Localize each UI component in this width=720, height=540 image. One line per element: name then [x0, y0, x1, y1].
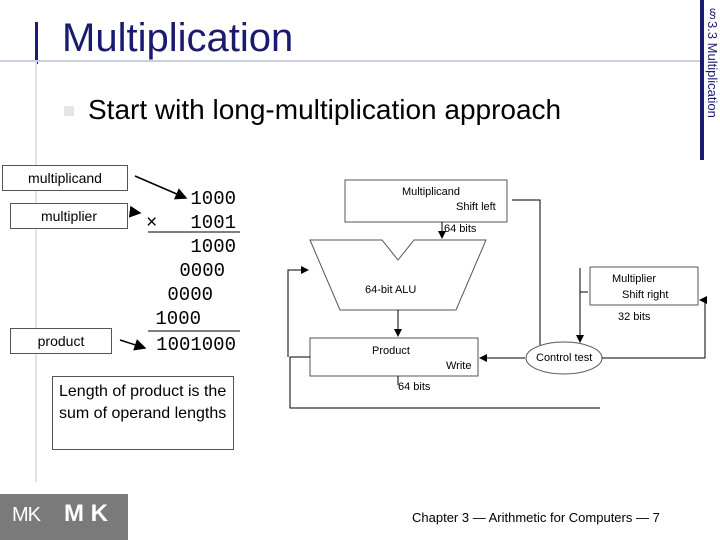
- product-label: product: [10, 328, 112, 354]
- mult-row-5: 0000: [167, 284, 213, 306]
- mult-row-2: 1001: [190, 212, 236, 234]
- slide-footer: Chapter 3 — Arithmetic for Computers — 7: [412, 510, 660, 525]
- diagram-bits32: 32 bits: [618, 311, 651, 323]
- mult-row-3: 1000: [190, 236, 236, 258]
- title-accent-bar: [35, 22, 38, 64]
- mult-row-6: 1000: [155, 308, 201, 330]
- multiplicand-label: multiplicand: [2, 165, 128, 191]
- multiply-hardware-diagram: [287, 179, 707, 409]
- slide-title: Multiplication: [62, 16, 294, 60]
- logo-right-glyph: M K: [64, 500, 108, 527]
- diagram-control: Control test: [536, 352, 593, 364]
- diagram-write: Write: [446, 360, 472, 372]
- diagram-multiplier: Multiplier: [611, 273, 656, 285]
- diagram-product: Product: [372, 345, 410, 357]
- product-length-note: Length of product is the sum of operand …: [52, 376, 234, 450]
- mult-row-1: 1000: [190, 188, 236, 210]
- diagram-alu: 64-bit ALU: [365, 284, 417, 296]
- publisher-logo: MK M K: [0, 494, 128, 540]
- diagram-shift-right: Shift right: [622, 289, 669, 301]
- bullet-text: Start with long-multiplication approach: [88, 94, 562, 125]
- multiplier-label: multiplier: [10, 203, 128, 229]
- diagram-bits64-bottom: 64 bits: [398, 381, 431, 393]
- left-guide-line: [35, 62, 37, 482]
- diagram-bits64-top: 64 bits: [444, 223, 477, 235]
- title-underline: [0, 60, 700, 62]
- times-sign: ×: [146, 212, 158, 234]
- diagram-shift-left: Shift left: [456, 201, 496, 213]
- bullet-marker: [64, 106, 74, 116]
- mult-result: 1001000: [156, 334, 236, 356]
- section-label: §3.3 Multiplication: [705, 6, 720, 118]
- logo-left-glyph: MK: [12, 504, 41, 526]
- mult-row-4: 0000: [179, 260, 225, 282]
- section-accent-bar: [700, 0, 704, 160]
- diagram-multiplicand: Multiplicand: [401, 186, 461, 198]
